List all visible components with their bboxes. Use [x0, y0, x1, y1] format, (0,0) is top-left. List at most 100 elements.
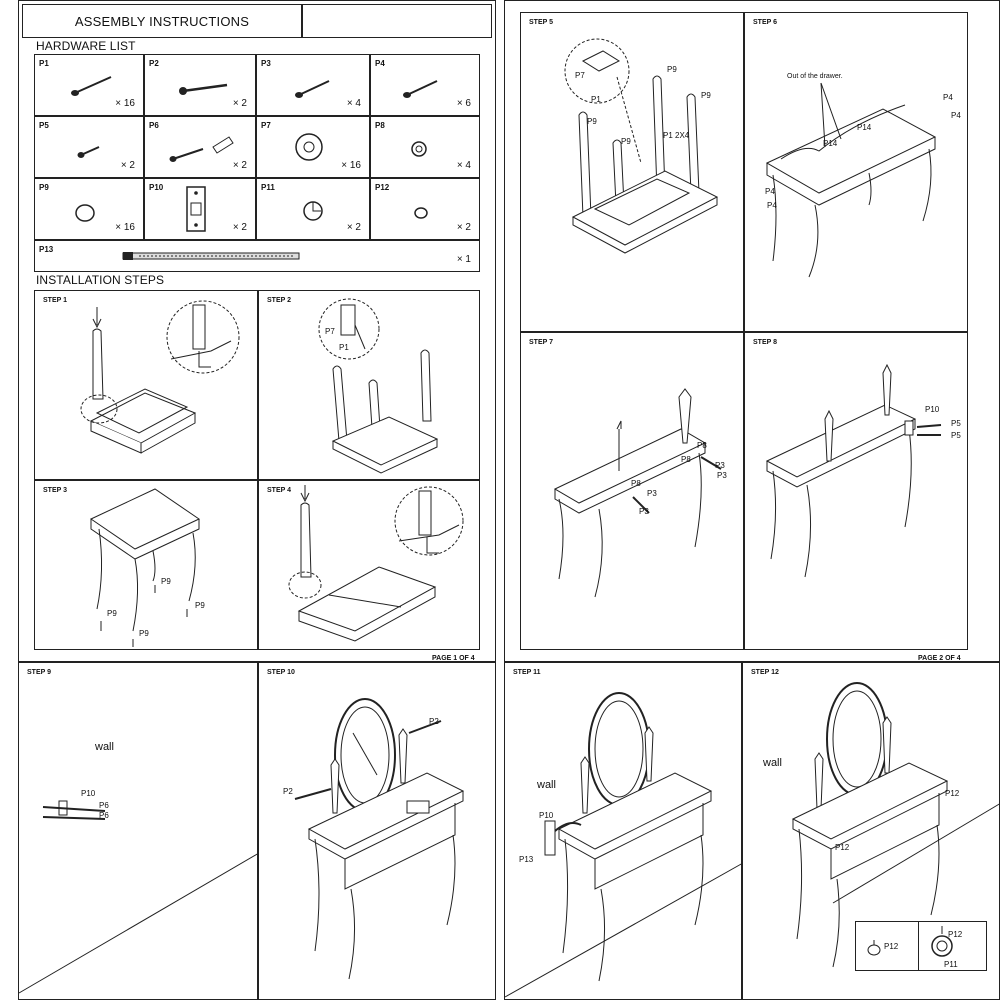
callout-p1-2x4: P1 2X4 [663, 131, 690, 140]
callout-p8: P8 [681, 455, 691, 464]
callout-p4: P4 [943, 93, 953, 102]
small-cap-icon [856, 922, 986, 970]
callout-p8: P8 [697, 441, 707, 450]
callout-p5: P5 [951, 431, 961, 440]
callout-p2: P2 [283, 787, 293, 796]
cable-tie-icon [35, 252, 481, 260]
step-1-panel: STEP 1 [34, 290, 258, 480]
hardware-cell-p3: P3 × 4 [256, 54, 370, 116]
page-number: PAGE 2 OF 4 [918, 655, 961, 662]
step-4-illustration [259, 481, 481, 651]
callout-p3: P3 [647, 489, 657, 498]
callout-p7: P7 [575, 71, 585, 80]
step-7-illustration [521, 333, 745, 651]
callout-p12: P12 [884, 942, 899, 951]
callout-p11: P11 [944, 960, 958, 969]
callout-p9: P9 [667, 65, 677, 74]
callout-p3: P3 [717, 471, 727, 480]
hardware-id: P12 [375, 183, 390, 192]
callout-p14: P14 [823, 139, 838, 148]
hardware-qty: × 2 [232, 160, 247, 171]
callout-p10: P10 [925, 405, 940, 414]
callout-p8: P8 [631, 479, 641, 488]
hardware-cell-p9: P9 × 16 [34, 178, 144, 240]
hardware-qty: × 16 [341, 160, 361, 171]
hardware-id: P9 [39, 183, 49, 192]
callout-p4: P4 [951, 111, 961, 120]
step-label: STEP 8 [753, 339, 777, 346]
document-title: ASSEMBLY INSTRUCTIONS [22, 4, 302, 38]
hardware-id: P3 [261, 59, 271, 68]
installation-steps-heading: INSTALLATION STEPS [36, 273, 165, 287]
step-7-panel: STEP 7 P8 P8 P3 P3 P8 P3 P3 [520, 332, 744, 650]
hardware-qty: × 1 [456, 254, 471, 265]
hardware-list-heading: HARDWARE LIST [36, 39, 136, 53]
note-out-of-drawer: Out of the drawer. [787, 73, 843, 80]
step-11-panel: STEP 11 wall P10 P13 [504, 662, 742, 1000]
hardware-cell-p6: P6 × 2 [144, 116, 256, 178]
hardware-id: P13 [39, 245, 54, 254]
step-label: STEP 12 [751, 669, 779, 676]
step-label: STEP 1 [43, 297, 67, 304]
step-label: STEP 6 [753, 19, 777, 26]
hardware-id: P1 [39, 59, 49, 68]
hardware-id: P11 [261, 183, 275, 192]
step-label: STEP 2 [267, 297, 291, 304]
callout-p1: P1 [591, 95, 601, 104]
callout-p6: P6 [99, 811, 109, 820]
step-9-illustration [19, 663, 259, 1000]
step-8-illustration [745, 333, 969, 651]
hardware-qty: × 4 [456, 160, 471, 171]
inset-divider [918, 922, 919, 970]
step-8-panel: STEP 8 P10 P5 P5 [744, 332, 968, 650]
callout-p9: P9 [701, 91, 711, 100]
cap-detail-inset: P12 P12 P11 [855, 921, 987, 971]
callout-p13: P13 [519, 855, 534, 864]
callout-p12: P12 [945, 789, 960, 798]
hardware-qty: × 6 [456, 98, 471, 109]
callout-p9: P9 [107, 609, 117, 618]
small-washer-icon [371, 117, 481, 179]
callout-p7: P7 [325, 327, 335, 336]
step-11-illustration [505, 663, 743, 1000]
callout-p5: P5 [951, 419, 961, 428]
callout-p1: P1 [339, 343, 349, 352]
step-3-illustration [35, 481, 259, 651]
step-10-panel: STEP 10 P2 P2 [258, 662, 496, 1000]
step-label: STEP 9 [27, 669, 51, 676]
hardware-qty: × 2 [232, 222, 247, 233]
callout-p12: P12 [948, 930, 963, 939]
callout-p12: P12 [835, 843, 850, 852]
hardware-cell-p4: P4 × 6 [370, 54, 480, 116]
step-label: STEP 10 [267, 669, 295, 676]
step-4-panel: STEP 4 [258, 480, 480, 650]
hardware-cell-p10: P10 × 2 [144, 178, 256, 240]
bracket-icon [145, 179, 257, 241]
hardware-cell-p13: P13 × 1 [34, 240, 480, 272]
hardware-qty: × 2 [456, 222, 471, 233]
short-screw-icon [77, 117, 145, 158]
hardware-id: P10 [149, 183, 164, 192]
callout-p3: P3 [639, 507, 649, 516]
hardware-cell-p8: P8 × 4 [370, 116, 480, 178]
callout-p10: P10 [539, 811, 554, 820]
step-1-illustration [35, 291, 259, 481]
long-screw-icon [71, 55, 145, 96]
hardware-cell-p7: P7 × 16 [256, 116, 370, 178]
wall-label: wall [537, 779, 556, 791]
document-title-text: ASSEMBLY INSTRUCTIONS [74, 13, 250, 29]
hardware-qty: × 2 [232, 98, 247, 109]
hardware-qty: × 2 [346, 222, 361, 233]
small-cap-icon [371, 179, 481, 241]
hardware-cell-p11: P11 × 2 [256, 178, 370, 240]
callout-p4: P4 [767, 201, 777, 210]
hardware-id: P8 [375, 121, 385, 130]
step-9-panel: STEP 9 wall P10 P6 P6 [18, 662, 258, 1000]
screw-icon [403, 55, 481, 98]
washer-icon [257, 117, 371, 179]
hardware-id: P6 [149, 121, 159, 130]
callout-p9: P9 [621, 137, 631, 146]
callout-p9: P9 [195, 601, 205, 610]
hardware-id: P4 [375, 59, 385, 68]
step-6-panel: STEP 6 Out of the drawer. P4 P4 P14 P14 … [744, 12, 968, 332]
